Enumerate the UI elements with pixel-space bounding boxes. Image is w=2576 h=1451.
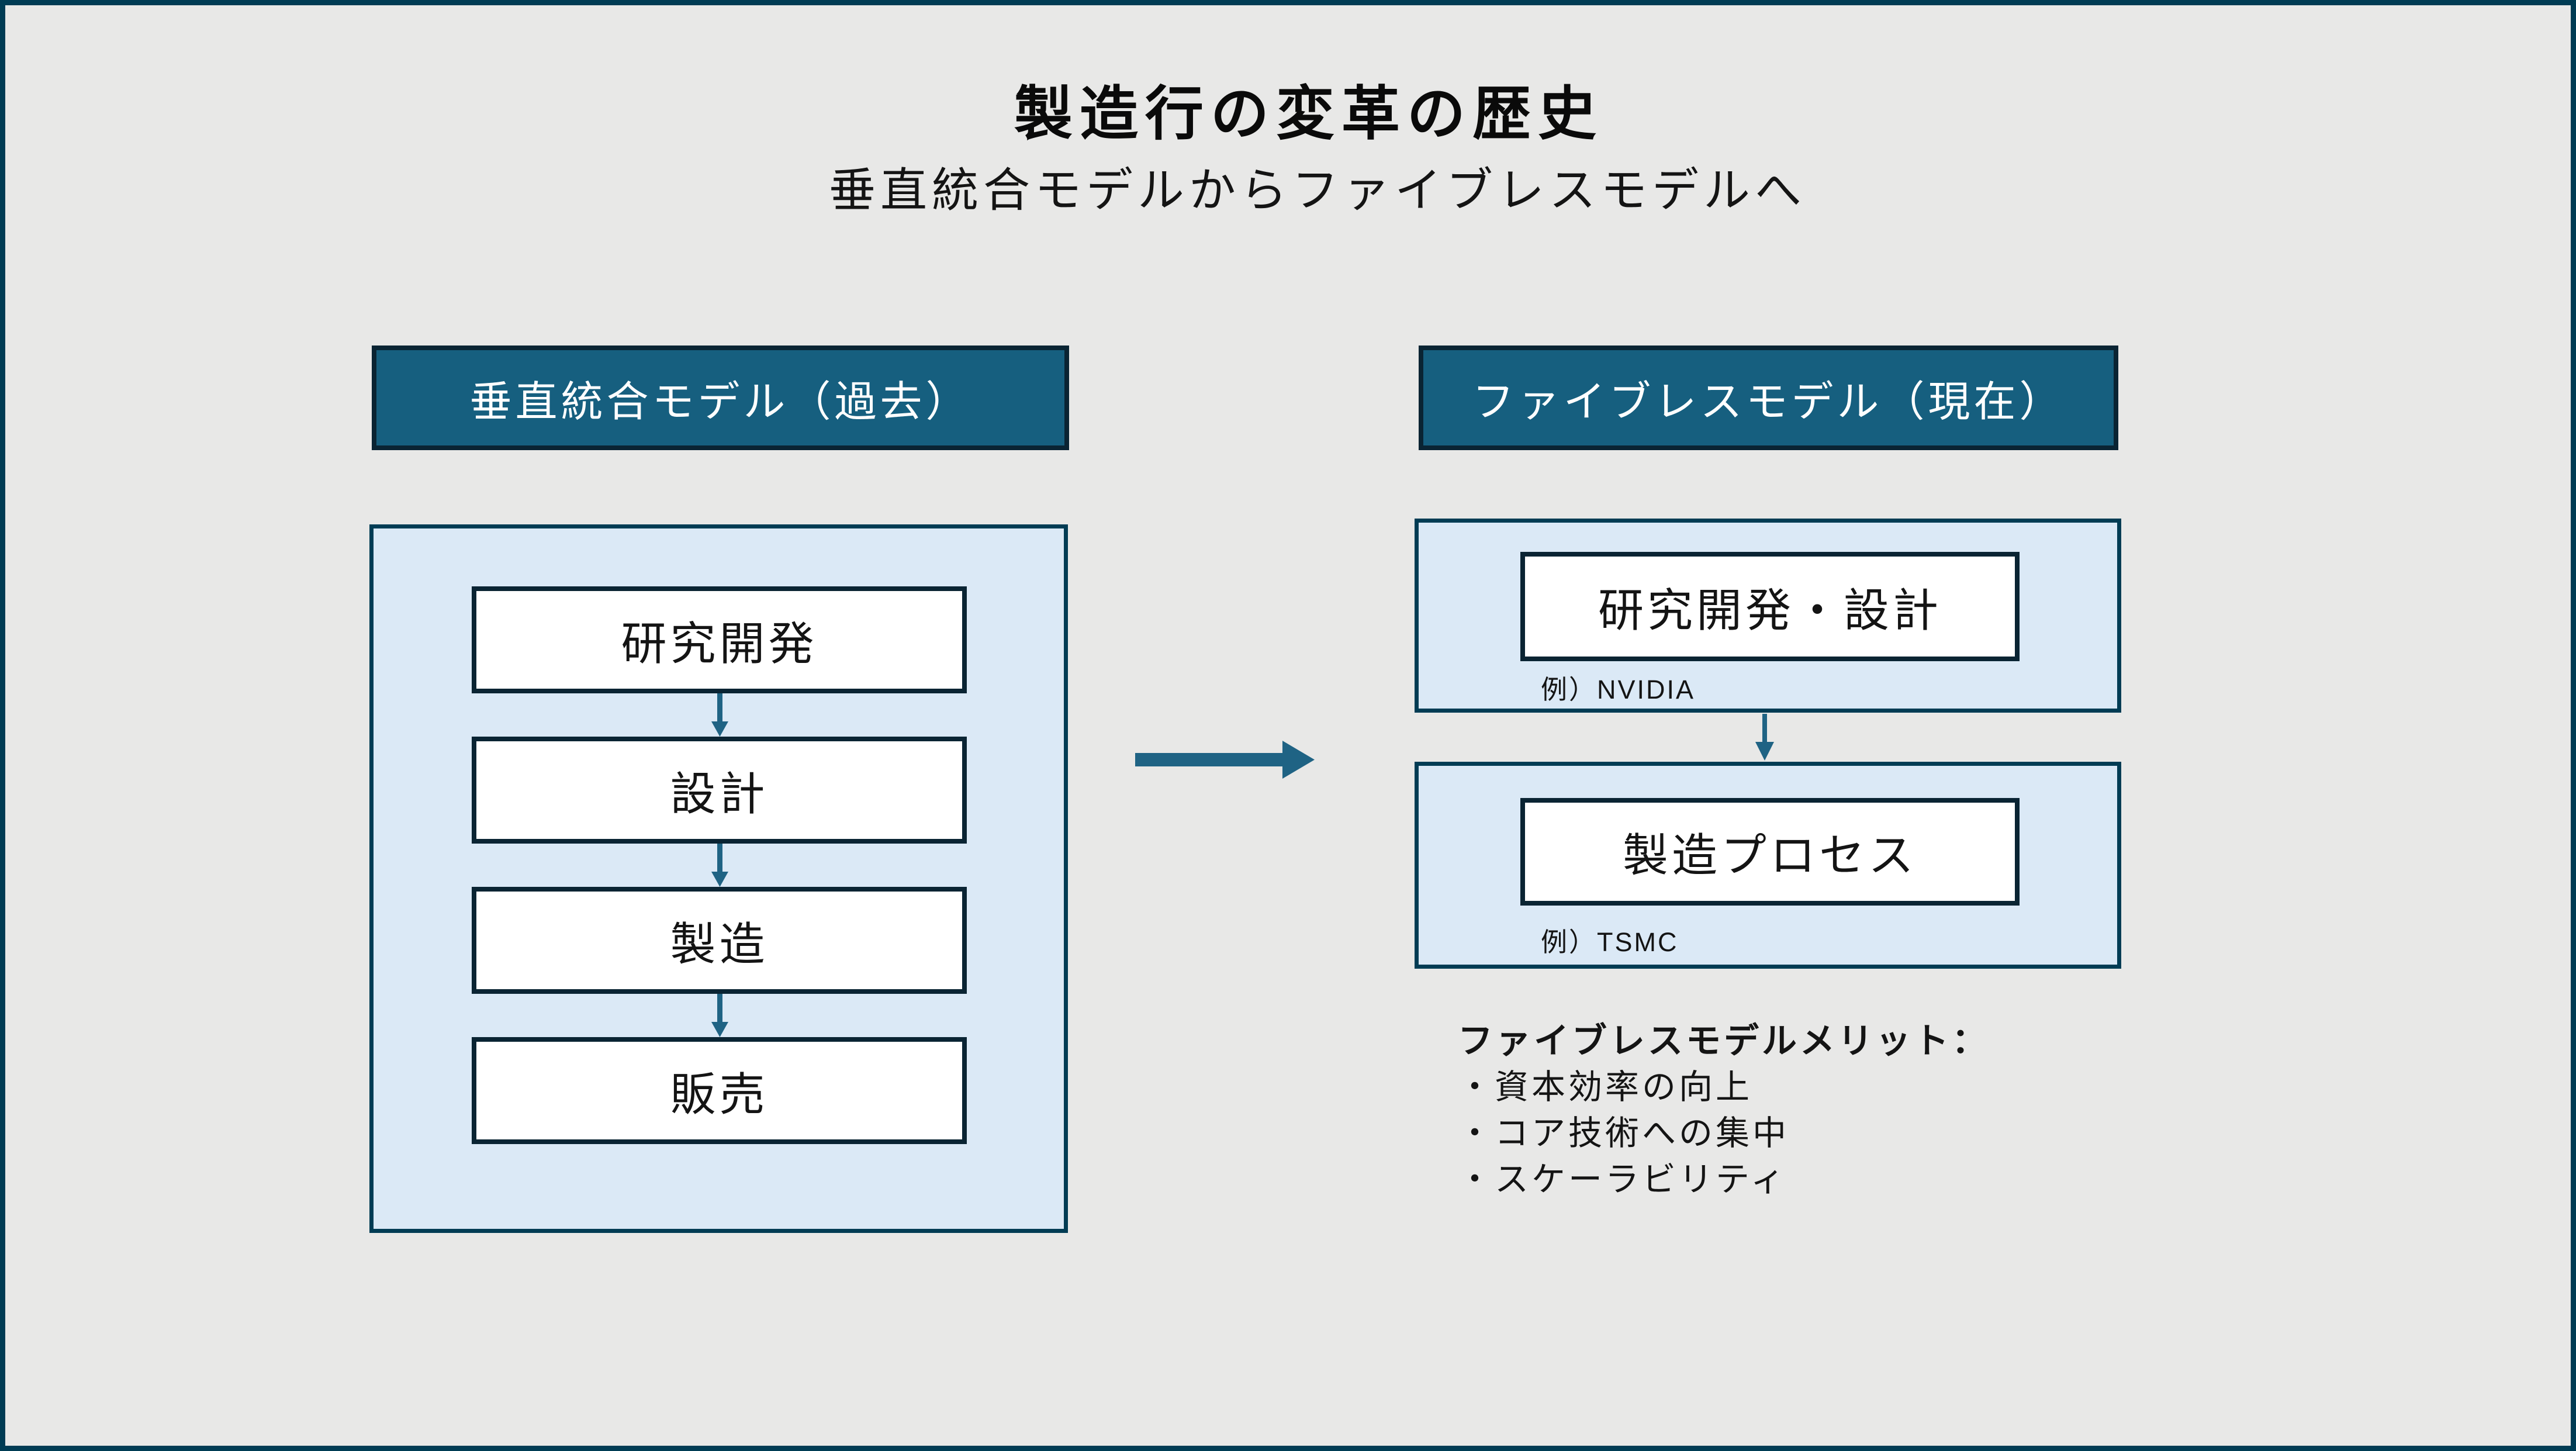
step-box-design-label: 設計 (670, 768, 769, 820)
step-box-research-label: 研究開発 (621, 617, 818, 669)
right-box-rd-design-label: 研究開発・設計 (1598, 584, 1942, 636)
left-model-header: 垂直統合モデル（過去） (372, 346, 1069, 450)
merit-item-capital-efficiency: ・資本効率の向上 (1458, 1068, 1753, 1106)
right-box-process-label: 製造プロセス (1622, 830, 1917, 881)
example-tsmc-label: 例）TSMC (1541, 927, 1679, 957)
right-box-rd-design: 研究開発・設計 (1520, 552, 2020, 661)
page-title: 製造行の変革の歴史 (1014, 81, 1603, 147)
merit-item-core-technology: ・コア技術への集中 (1458, 1114, 1790, 1152)
flow-arrow-rd-to-process-icon (1755, 714, 1774, 761)
right-model-header: ファイブレスモデル（現在） (1419, 346, 2118, 450)
step-box-research: 研究開発 (472, 586, 967, 693)
merit-item-scalability: ・スケーラビリティ (1458, 1160, 1787, 1198)
right-model-header-label: ファイブレスモデル（現在） (1472, 379, 2065, 426)
right-box-process: 製造プロセス (1520, 798, 2020, 906)
step-box-sales-label: 販売 (670, 1068, 769, 1120)
step-box-manufacturing: 製造 (472, 887, 967, 994)
page-subtitle: 垂直統合モデルからファイブレスモデルへ (829, 164, 1806, 216)
step-box-manufacturing-label: 製造 (670, 918, 769, 970)
left-model-header-label: 垂直統合モデル（過去） (469, 379, 971, 426)
merits-list: ファイブレスモデルメリット： ・資本効率の向上 ・コア技術への集中 ・スケーラビ… (1458, 1018, 1990, 1203)
step-box-sales: 販売 (472, 1037, 967, 1144)
example-nvidia-label: 例）NVIDIA (1541, 675, 1696, 704)
merits-heading: ファイブレスモデルメリット： (1458, 1021, 1990, 1060)
transition-arrow-icon (1135, 741, 1315, 779)
step-box-design: 設計 (472, 737, 967, 844)
